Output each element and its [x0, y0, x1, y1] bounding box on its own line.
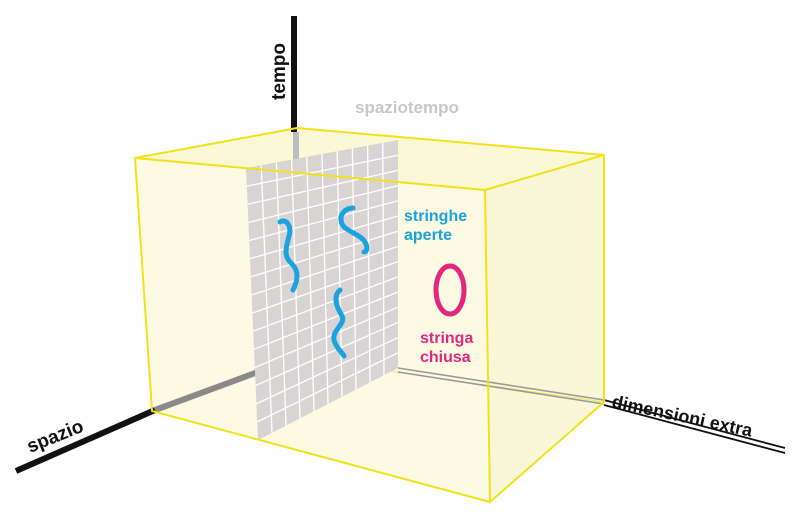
grid-line	[260, 165, 273, 433]
grid-line	[250, 230, 399, 278]
grid-line	[275, 162, 287, 426]
grid-line	[306, 156, 315, 412]
closed-string-label-line1: stringa	[420, 330, 473, 347]
grid-line	[247, 169, 399, 205]
grid-line	[321, 153, 329, 405]
grid-line	[256, 337, 399, 405]
grid-line	[252, 260, 399, 314]
grid-line	[251, 245, 399, 296]
grid-line	[351, 148, 357, 390]
extra-axis-inside-1	[397, 367, 605, 401]
extra-axis-1	[603, 399, 786, 449]
box-edges	[134, 127, 605, 503]
space-axis-inside	[153, 369, 260, 413]
extra-axis-label: dimensioni extra	[610, 391, 755, 441]
grid-line	[248, 184, 399, 224]
open-strings-label-line2: aperte	[404, 227, 452, 244]
open-strings-label-line1: stringhe	[404, 208, 467, 225]
closed-string	[433, 263, 467, 317]
extra-axis-inside-2	[397, 371, 605, 405]
grid-line	[255, 321, 399, 387]
grid-line	[246, 154, 399, 187]
space-axis	[14, 407, 157, 474]
open-string	[331, 287, 347, 359]
grid-line	[253, 291, 399, 350]
spacetime-label: spaziotempo	[355, 98, 459, 117]
open-string	[338, 205, 370, 255]
box-right-face	[485, 155, 604, 502]
time-axis-label: tempo	[269, 43, 290, 100]
grid-line	[366, 145, 371, 383]
grid-line	[254, 306, 399, 369]
grid-line	[249, 200, 399, 242]
grid-line	[256, 352, 399, 423]
extra-axis-2	[603, 404, 786, 454]
closed-string-label-line2: chiusa	[420, 349, 471, 366]
open-string	[277, 218, 300, 293]
grid-line	[252, 276, 399, 332]
grid-line	[249, 215, 399, 260]
